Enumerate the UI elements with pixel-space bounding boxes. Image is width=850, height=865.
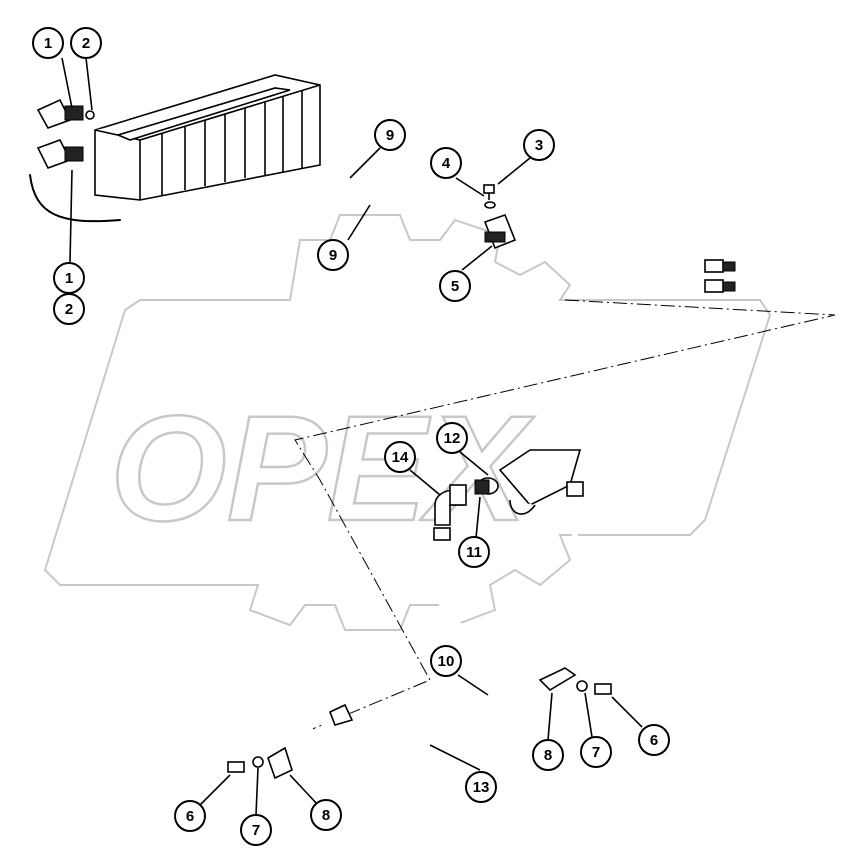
callout-7: 7 xyxy=(240,814,272,846)
opex-watermark: OPEX xyxy=(43,214,772,631)
leader-lines xyxy=(61,57,643,816)
callout-6: 6 xyxy=(638,724,670,756)
callout-1: 1 xyxy=(53,262,85,294)
svg-text:8: 8 xyxy=(322,807,330,824)
hose-assembly xyxy=(17,116,736,293)
elbow-fittings xyxy=(36,98,95,169)
callout-8: 8 xyxy=(310,799,342,831)
mount-bracket xyxy=(498,449,582,515)
svg-text:5: 5 xyxy=(451,278,459,295)
tube-clamp-right xyxy=(538,667,612,695)
svg-text:12: 12 xyxy=(444,430,461,447)
svg-text:10: 10 xyxy=(438,653,455,670)
svg-text:2: 2 xyxy=(65,301,73,318)
callout-6: 6 xyxy=(174,800,206,832)
reference-lines xyxy=(294,299,836,731)
svg-text:14: 14 xyxy=(392,449,409,466)
svg-text:9: 9 xyxy=(329,247,337,264)
svg-text:1: 1 xyxy=(44,35,52,52)
svg-text:6: 6 xyxy=(186,808,194,825)
svg-text:13: 13 xyxy=(473,779,490,796)
clamp-bolt xyxy=(483,184,496,209)
svg-text:2: 2 xyxy=(82,35,90,52)
svg-text:7: 7 xyxy=(252,822,260,839)
steel-tubes xyxy=(297,481,584,758)
svg-text:7: 7 xyxy=(592,744,600,761)
elbow-14 xyxy=(434,484,467,526)
callout-1: 1 xyxy=(32,27,64,59)
callout-4: 4 xyxy=(430,147,462,179)
callout-7: 7 xyxy=(580,736,612,768)
callout-13: 13 xyxy=(465,771,497,803)
svg-text:3: 3 xyxy=(535,137,543,154)
callout-5: 5 xyxy=(439,270,471,302)
svg-text:9: 9 xyxy=(386,127,394,144)
valve-block xyxy=(94,74,321,201)
callout-9: 9 xyxy=(317,239,349,271)
watermark-text: OPEX xyxy=(110,384,535,552)
svg-text:11: 11 xyxy=(466,544,482,561)
hose-end-fitting xyxy=(704,259,736,293)
callout-8: 8 xyxy=(532,739,564,771)
callout-14: 14 xyxy=(384,441,416,473)
callout-9: 9 xyxy=(374,119,406,151)
callout-10: 10 xyxy=(430,645,462,677)
tube-clamp-left xyxy=(227,746,293,780)
svg-text:4: 4 xyxy=(442,155,451,172)
callout-3: 3 xyxy=(523,129,555,161)
svg-text:6: 6 xyxy=(650,732,658,749)
callout-2: 2 xyxy=(53,293,85,325)
svg-text:1: 1 xyxy=(65,270,73,287)
adapter-fitting xyxy=(474,477,499,495)
callout-12: 12 xyxy=(436,422,468,454)
svg-text:8: 8 xyxy=(544,747,552,764)
callout-2: 2 xyxy=(70,27,102,59)
callout-11: 11 xyxy=(458,536,490,568)
